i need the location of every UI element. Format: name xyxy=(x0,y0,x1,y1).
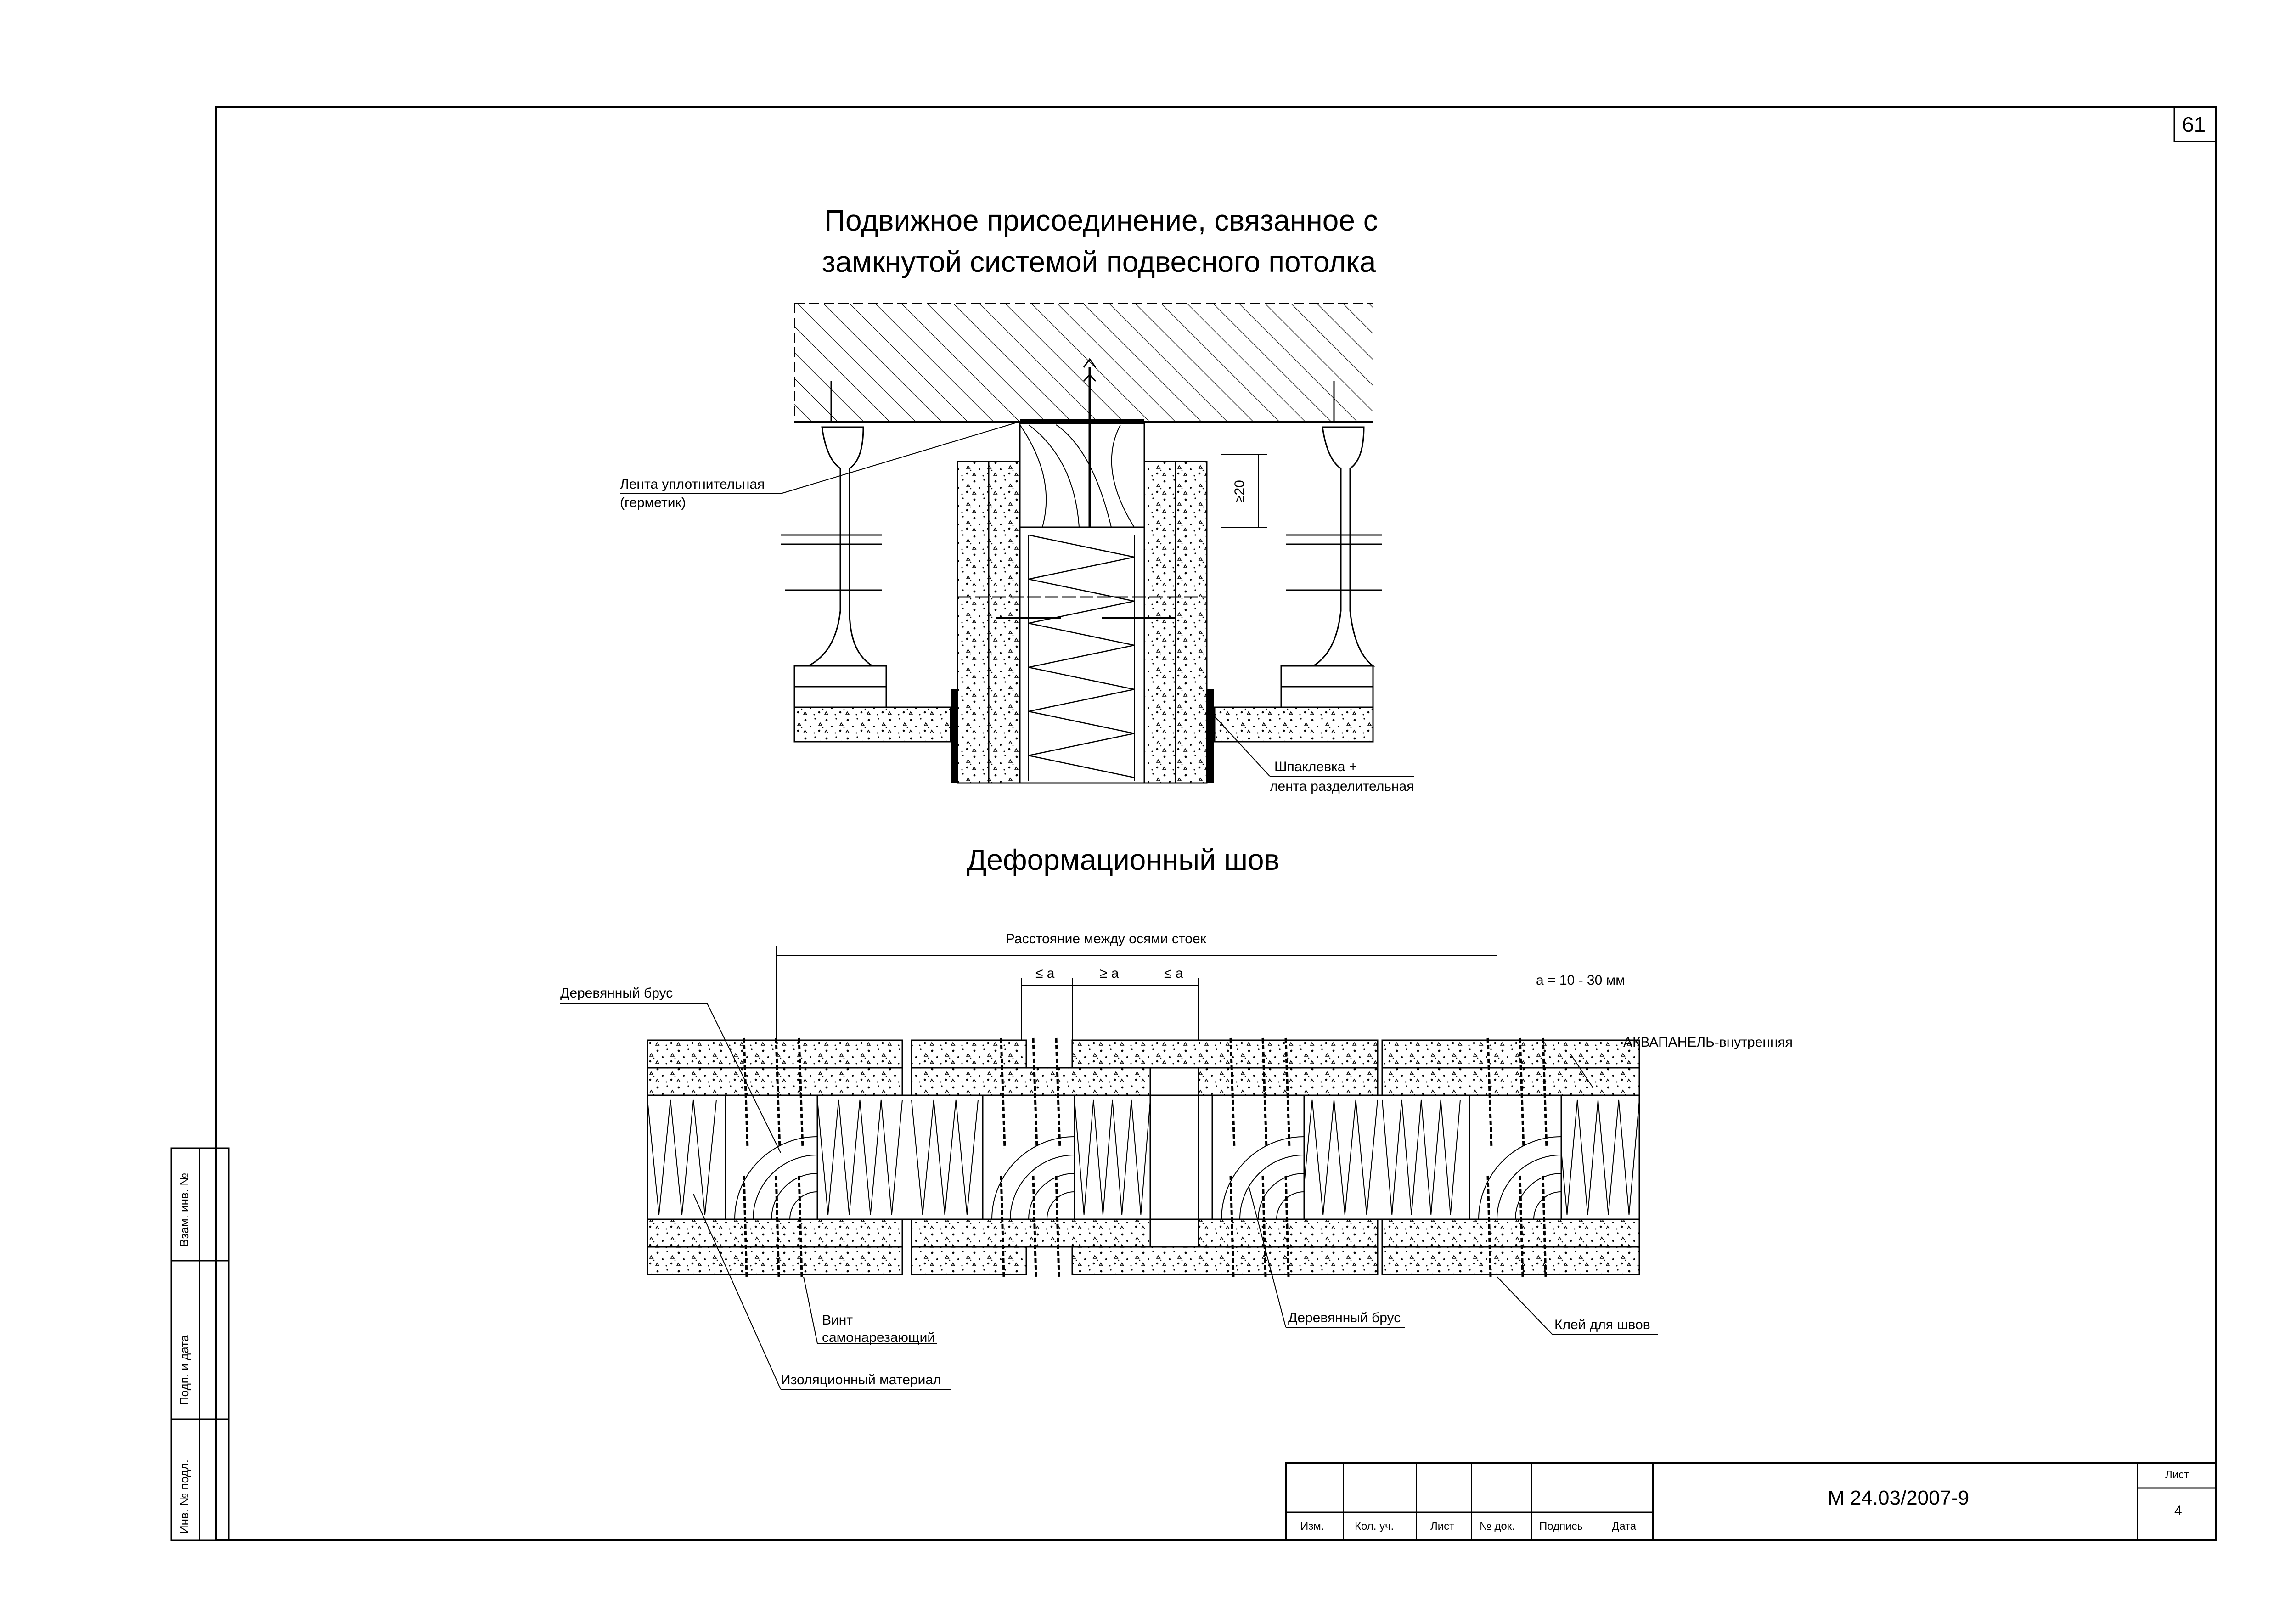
axis-distance-label: Расстояние между осями стоек xyxy=(1006,931,1206,947)
insulation-zigzag xyxy=(1028,534,1135,781)
hanger-left xyxy=(781,381,887,708)
gap-ge-a: ≥ a xyxy=(1100,966,1119,981)
diagram1-title-line2: замкнутой системой подвесного потолка xyxy=(822,245,1376,278)
board-right-inner xyxy=(1143,461,1176,784)
label-separation-tape: лента разделительная xyxy=(1270,779,1414,794)
joint-leaders xyxy=(560,1003,1832,1390)
diagram1-title-line1: Подвижное присоединение, связанное с xyxy=(824,204,1378,237)
wall-top-boards xyxy=(647,1039,1640,1096)
title-block xyxy=(1285,1462,2217,1541)
dimension-min-20: ≥20 xyxy=(1232,480,1247,503)
tb-header-doc: № док. xyxy=(1480,1520,1515,1533)
tb-header-sheet: Лист xyxy=(1430,1520,1455,1533)
diagram-sliding-connection xyxy=(620,303,1414,784)
sheet-frame xyxy=(170,106,2217,1541)
label-wood-beam-bottom: Деревянный брус xyxy=(1288,1310,1401,1325)
diagram2-title: Деформационный шов xyxy=(967,843,1280,876)
diagram-expansion-joint xyxy=(560,946,1832,1390)
board-left-outer xyxy=(957,461,990,784)
label-sealing-tape: Лента уплотнительная xyxy=(620,477,765,492)
tb-header-qty: Кол. уч. xyxy=(1355,1520,1394,1533)
tb-sheet-value: 4 xyxy=(2174,1503,2182,1518)
sheet-number: 61 xyxy=(2182,113,2206,136)
board-left-inner xyxy=(988,461,1021,784)
label-insulation: Изоляционный материал xyxy=(781,1372,941,1387)
joint-insulation xyxy=(647,1099,1640,1215)
stamp-replacement-inv: Взам. инв. № xyxy=(177,1172,191,1247)
label-aquapanel: АКВАПАНЕЛЬ-внутренняя xyxy=(1623,1035,1793,1050)
tb-header-change: Изм. xyxy=(1300,1520,1324,1533)
stamp-original-inv: Инв. № подл. xyxy=(177,1460,191,1534)
ceiling-board-left xyxy=(793,706,951,743)
tb-header-date: Дата xyxy=(1612,1520,1637,1533)
label-screw-type: самонарезающий xyxy=(822,1330,935,1345)
ceiling-slab xyxy=(794,304,1373,422)
stamp-signature-date: Подп. и дата xyxy=(177,1335,191,1405)
a-value-note: a = 10 - 30 мм xyxy=(1536,973,1625,988)
tb-sheet-label: Лист xyxy=(2165,1469,2189,1481)
label-screw: Винт xyxy=(822,1313,853,1328)
board-right-outer xyxy=(1175,461,1208,784)
sealing-tape xyxy=(1020,419,1144,424)
label-wood-beam-top: Деревянный брус xyxy=(560,986,673,1001)
tb-header-signature: Подпись xyxy=(1539,1520,1583,1533)
label-putty: Шпаклевка + xyxy=(1274,759,1357,774)
gap-le-a-2: ≤ a xyxy=(1164,966,1183,981)
label-joint-glue: Клей для швов xyxy=(1554,1317,1650,1332)
gap-le-a-1: ≤ a xyxy=(1035,966,1055,981)
ceiling-board-right xyxy=(1214,706,1374,743)
document-code: М 24.03/2007-9 xyxy=(1828,1487,1970,1509)
joint-studs xyxy=(725,1037,1562,1277)
label-sealing-tape-note: (герметик) xyxy=(620,495,686,510)
wall-bottom-boards xyxy=(647,1218,1640,1275)
hanger-right xyxy=(1280,381,1382,708)
stud-frame xyxy=(1019,421,1145,784)
